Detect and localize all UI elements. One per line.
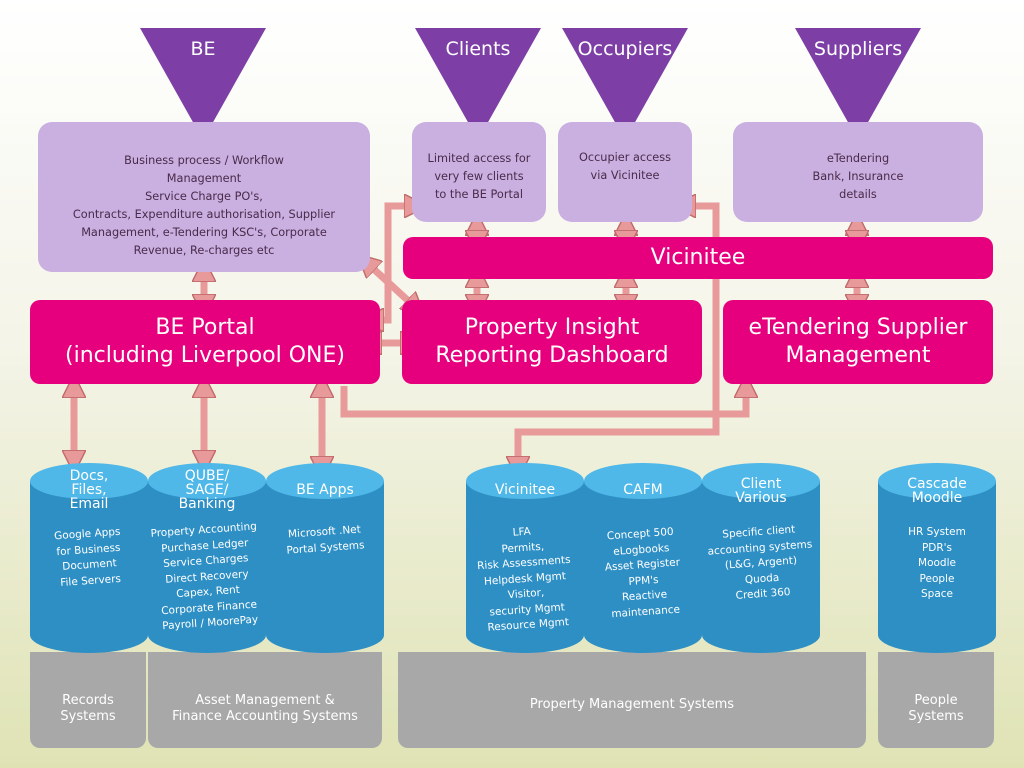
be-note-line: Service Charge PO's, (145, 190, 263, 203)
database-vicinitee: Vicinitee LFA Permits, Risk Assessments … (466, 463, 584, 653)
connector-portal-etendering (340, 386, 746, 418)
records-systems-group: Records Systems (30, 652, 146, 748)
database-item: PDR's (921, 541, 953, 554)
property-management-group: Property Management Systems (398, 652, 866, 748)
etendering-subtitle: Management (785, 343, 931, 368)
property-insight-subtitle: Reporting Dashboard (435, 343, 669, 368)
occupiers-access-note: Occupier access via Vicinitee (558, 122, 692, 222)
stakeholder-occupiers-label: Occupiers (577, 38, 673, 60)
be-note-line: Business process / Workflow (124, 154, 284, 167)
database-title: Client (740, 476, 782, 492)
vicinitee-bar-label: Vicinitee (650, 245, 746, 270)
database-docs: Docs, Files, Email Google Apps for Busin… (30, 463, 148, 653)
suppliers-note-line: details (839, 188, 877, 201)
database-cafm: CAFM Concept 500 eLogbooks Asset Registe… (584, 463, 702, 653)
be-note-line: Contracts, Expenditure authorisation, Su… (72, 208, 336, 221)
asset-group-label: Asset Management & (195, 693, 335, 708)
be-access-note: Business process / Workflow Management S… (38, 122, 370, 272)
stakeholder-be-label: BE (190, 38, 216, 60)
clients-note-line: Limited access for (427, 152, 531, 165)
suppliers-note-line: Bank, Insurance (812, 170, 904, 183)
database-title: Banking (178, 496, 236, 512)
people-systems-group: People Systems (878, 652, 994, 748)
clients-note-line: to the BE Portal (434, 188, 523, 201)
clients-access-note: Limited access for very few clients to t… (412, 122, 546, 222)
database-title: CAFM (623, 482, 663, 498)
be-portal-box: BE Portal (including Liverpool ONE) (30, 300, 380, 384)
be-note-line: Revenue, Re-charges etc (133, 244, 275, 257)
connector-occupier-note-vicinitee-db (518, 206, 720, 468)
records-group-label: Records (62, 693, 114, 708)
clients-note-line: very few clients (434, 170, 524, 183)
database-title: Docs, (69, 468, 109, 484)
suppliers-access-note: eTendering Bank, Insurance details (733, 122, 983, 222)
property-insight-box: Property Insight Reporting Dashboard (402, 300, 702, 384)
be-portal-title: BE Portal (155, 315, 255, 340)
stakeholder-suppliers-label: Suppliers (813, 38, 903, 60)
etendering-title: eTendering Supplier (748, 315, 968, 340)
database-be-apps: BE Apps Microsoft .Net Portal Systems (266, 463, 384, 653)
etendering-box: eTendering Supplier Management (723, 300, 993, 384)
database-title: Vicinitee (494, 482, 556, 498)
occupiers-note-line: via Vicinitee (590, 169, 660, 182)
database-title: Email (69, 496, 109, 512)
property-insight-title: Property Insight (464, 315, 640, 340)
database-title: Files, (71, 482, 107, 498)
stakeholder-clients-label: Clients (445, 38, 511, 60)
database-title: Cascade (907, 476, 967, 492)
property-group-label: Property Management Systems (529, 697, 735, 712)
people-group-label: People (914, 693, 958, 708)
records-group-label: Systems (60, 709, 116, 724)
database-qube-sage: QUBE/ SAGE/ Banking Property Accounting … (148, 463, 266, 653)
suppliers-note-line: eTendering (826, 152, 890, 165)
be-note-line: Management (166, 172, 242, 185)
database-cascade-moodle: Cascade Moodle HR System PDR's Moodle Pe… (878, 463, 996, 653)
database-title: SAGE/ (185, 482, 229, 498)
occupiers-note-line: Occupier access (578, 151, 672, 164)
vicinitee-bar: Vicinitee (403, 237, 993, 279)
database-title: Various (735, 490, 787, 506)
database-title: QUBE/ (184, 468, 230, 484)
database-item: HR System (908, 526, 966, 538)
database-title: BE Apps (296, 482, 354, 498)
database-client-various: Client Various Specific client accountin… (702, 463, 820, 653)
database-item: Moodle (918, 557, 956, 569)
asset-group-label: Finance Accounting Systems (172, 709, 358, 724)
database-item: People (919, 572, 955, 585)
be-note-line: Management, e-Tendering KSC's, Corporate (81, 226, 327, 239)
be-portal-subtitle: (including Liverpool ONE) (65, 343, 345, 368)
asset-management-group: Asset Management & Finance Accounting Sy… (148, 652, 382, 748)
database-item: Space (921, 588, 953, 600)
database-title: Moodle (911, 490, 963, 506)
people-group-label: Systems (908, 709, 964, 724)
